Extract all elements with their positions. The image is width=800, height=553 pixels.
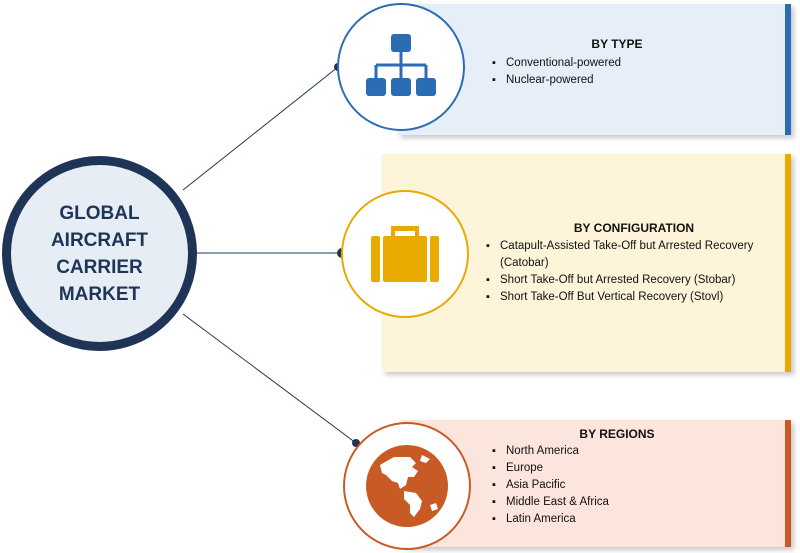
list-item: Europe <box>492 460 772 477</box>
regions-heading: BY REGIONS <box>579 427 655 441</box>
list-item: Short Take-Off but Arrested Recovery (St… <box>486 272 782 289</box>
list-item: Asia Pacific <box>492 477 772 494</box>
briefcase-icon <box>371 226 439 282</box>
type-list: Conventional-powered Nuclear-powered <box>492 55 772 89</box>
regions-list: North America Europe Asia Pacific Middle… <box>492 443 772 528</box>
regions-segment: BY REGIONS North America Europe Asia Pac… <box>492 427 772 528</box>
configuration-heading: BY CONFIGURATION <box>573 221 695 235</box>
list-item: Conventional-powered <box>492 55 772 72</box>
configuration-list: Catapult-Assisted Take-Off but Arrested … <box>486 238 782 306</box>
type-segment: BY TYPE Conventional-powered Nuclear-pow… <box>492 37 772 89</box>
regions-icon-circle <box>343 422 471 550</box>
list-item: Short Take-Off But Vertical Recovery (St… <box>486 289 782 306</box>
market-hub-circle: GLOBAL AIRCRAFT CARRIER MARKET <box>2 156 197 351</box>
configuration-icon-circle <box>341 190 469 318</box>
configuration-segment: BY CONFIGURATION Catapult-Assisted Take-… <box>486 221 782 306</box>
list-item: Middle East & Africa <box>492 494 772 511</box>
list-item: Catapult-Assisted Take-Off but Arrested … <box>486 238 782 272</box>
type-icon-circle <box>337 3 465 131</box>
type-heading: BY TYPE <box>591 37 643 51</box>
market-title: GLOBAL AIRCRAFT CARRIER MARKET <box>50 202 149 305</box>
list-item: North America <box>492 443 772 460</box>
list-item: Latin America <box>492 511 772 528</box>
hierarchy-icon <box>366 34 436 96</box>
connector-type <box>182 66 339 191</box>
globe-icon <box>366 445 448 527</box>
list-item: Nuclear-powered <box>492 72 772 89</box>
connector-regions <box>182 313 357 444</box>
